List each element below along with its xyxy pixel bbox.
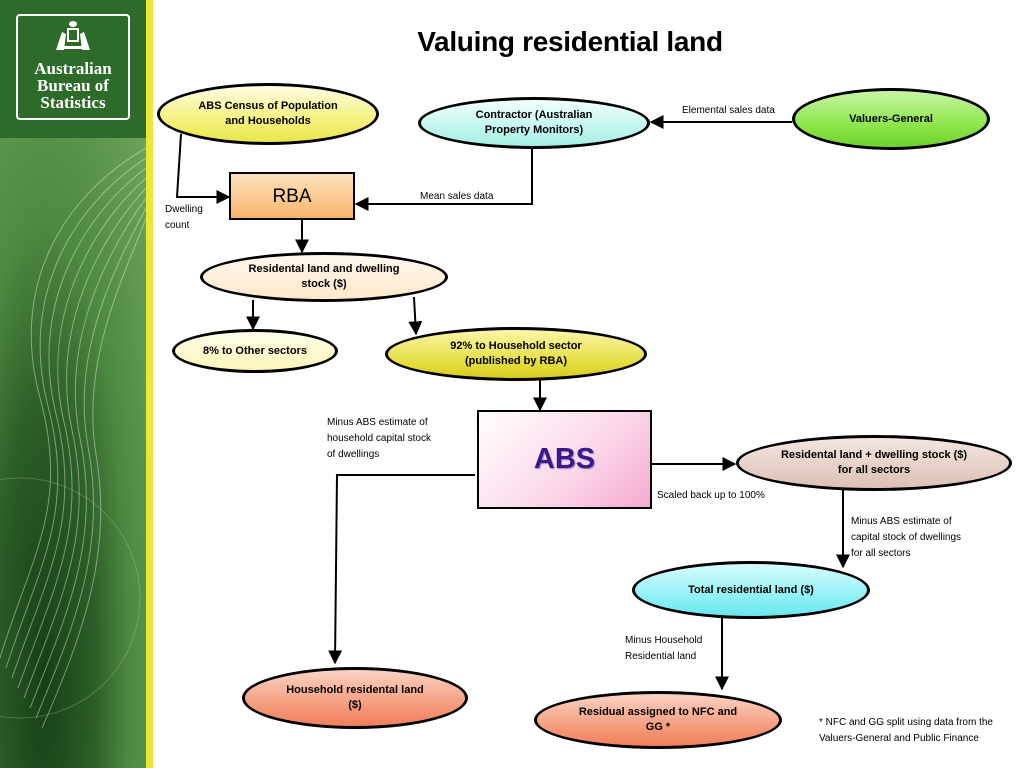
total-residential-land-node: Total residential land ($)	[632, 561, 870, 619]
other-sectors-label: 8% to Other sectors	[203, 344, 307, 357]
arrow-abs-to-household-land	[328, 474, 475, 665]
contractor-node: Contractor (Australian Property Monitors…	[418, 97, 650, 149]
residual-node: Residual assigned to NFC and GG *	[534, 691, 782, 749]
dwelling-count-label: Dwelling count	[165, 202, 203, 234]
sidebar-panel: Australian Bureau of Statistics	[0, 0, 146, 768]
household-residential-land-node: Household residental land ($)	[242, 667, 468, 729]
abs-node: ABS	[477, 410, 652, 509]
minus-all-sectors-line-3: for all sectors	[851, 548, 911, 559]
minus-household-capital-line-3: of dwellings	[327, 449, 380, 460]
logo-line-3: Statistics	[40, 93, 106, 112]
household-sector-node: 92% to Household sector (published by RB…	[385, 327, 647, 381]
other-sectors-node: 8% to Other sectors	[172, 329, 338, 373]
sidebar-wave-pattern	[0, 147, 146, 729]
contractor-label: Contractor (Australian Property Monitors…	[475, 109, 593, 136]
sidebar-yellow-stripe	[146, 0, 153, 768]
logo-wordmark: Australian Bureau of Statistics	[18, 60, 128, 111]
household-sector-label: 92% to Household sector (published by RB…	[450, 340, 582, 367]
minus-household-residential-line-2: Residential land	[625, 651, 697, 662]
dwelling-count-line-1: Dwelling	[165, 204, 203, 215]
page-title: Valuing residential land	[417, 26, 723, 57]
sidebar-background	[0, 138, 146, 768]
census-node: ABS Census of Population and Households	[157, 83, 379, 145]
household-residential-land-label: Household residental land ($)	[286, 684, 424, 711]
logo-line-2: Bureau of	[37, 76, 109, 95]
dwelling-count-line-2: count	[165, 220, 190, 231]
abs-logo: Australian Bureau of Statistics	[16, 14, 130, 120]
minus-household-capital-label: Minus ABS estimate of household capital …	[327, 415, 431, 463]
minus-household-residential-line-1: Minus Household	[625, 635, 703, 646]
all-sectors-label: Residental land + dwelling stock ($) for…	[780, 449, 968, 476]
stock-label: Residental land and dwelling stock ($)	[248, 263, 400, 290]
minus-all-sectors-label: Minus ABS estimate of capital stock of d…	[851, 514, 961, 562]
footnote: * NFC and GG split using data from the V…	[819, 715, 993, 747]
valuers-general-label: Valuers-General	[849, 112, 933, 125]
arrow-stock-to-household-sector	[408, 296, 423, 336]
residual-label: Residual assigned to NFC and GG *	[578, 706, 738, 733]
census-label: ABS Census of Population and Households	[198, 100, 338, 127]
rba-label: RBA	[272, 185, 312, 207]
scaled-back-label: Scaled back up to 100%	[657, 490, 765, 501]
minus-household-capital-line-1: Minus ABS estimate of	[327, 417, 428, 428]
arrow-census-to-rba	[175, 133, 231, 204]
abs-label: ABS	[533, 443, 596, 475]
valuers-general-node: Valuers-General	[792, 88, 990, 150]
minus-all-sectors-line-2: capital stock of dwellings	[851, 532, 962, 543]
minus-household-residential-label: Minus Household Residential land	[625, 633, 702, 665]
total-residential-land-label: Total residential land ($)	[688, 583, 814, 596]
elemental-sales-label: Elemental sales data	[682, 105, 775, 116]
minus-household-capital-line-2: household capital stock	[327, 433, 431, 444]
all-sectors-node: Residental land + dwelling stock ($) for…	[736, 435, 1012, 491]
footnote-line-2: Valuers-General and Public Finance	[819, 733, 979, 744]
mean-sales-label: Mean sales data	[420, 191, 494, 202]
footnote-line-1: * NFC and GG split using data from the	[819, 717, 993, 728]
minus-all-sectors-line-1: Minus ABS estimate of	[851, 516, 952, 527]
logo-line-1: Australian	[34, 59, 112, 78]
rba-node: RBA	[229, 172, 355, 220]
stock-node: Residental land and dwelling stock ($)	[200, 252, 448, 302]
coat-of-arms-icon	[56, 21, 90, 50]
arrow-contractor-to-rba	[354, 148, 533, 211]
